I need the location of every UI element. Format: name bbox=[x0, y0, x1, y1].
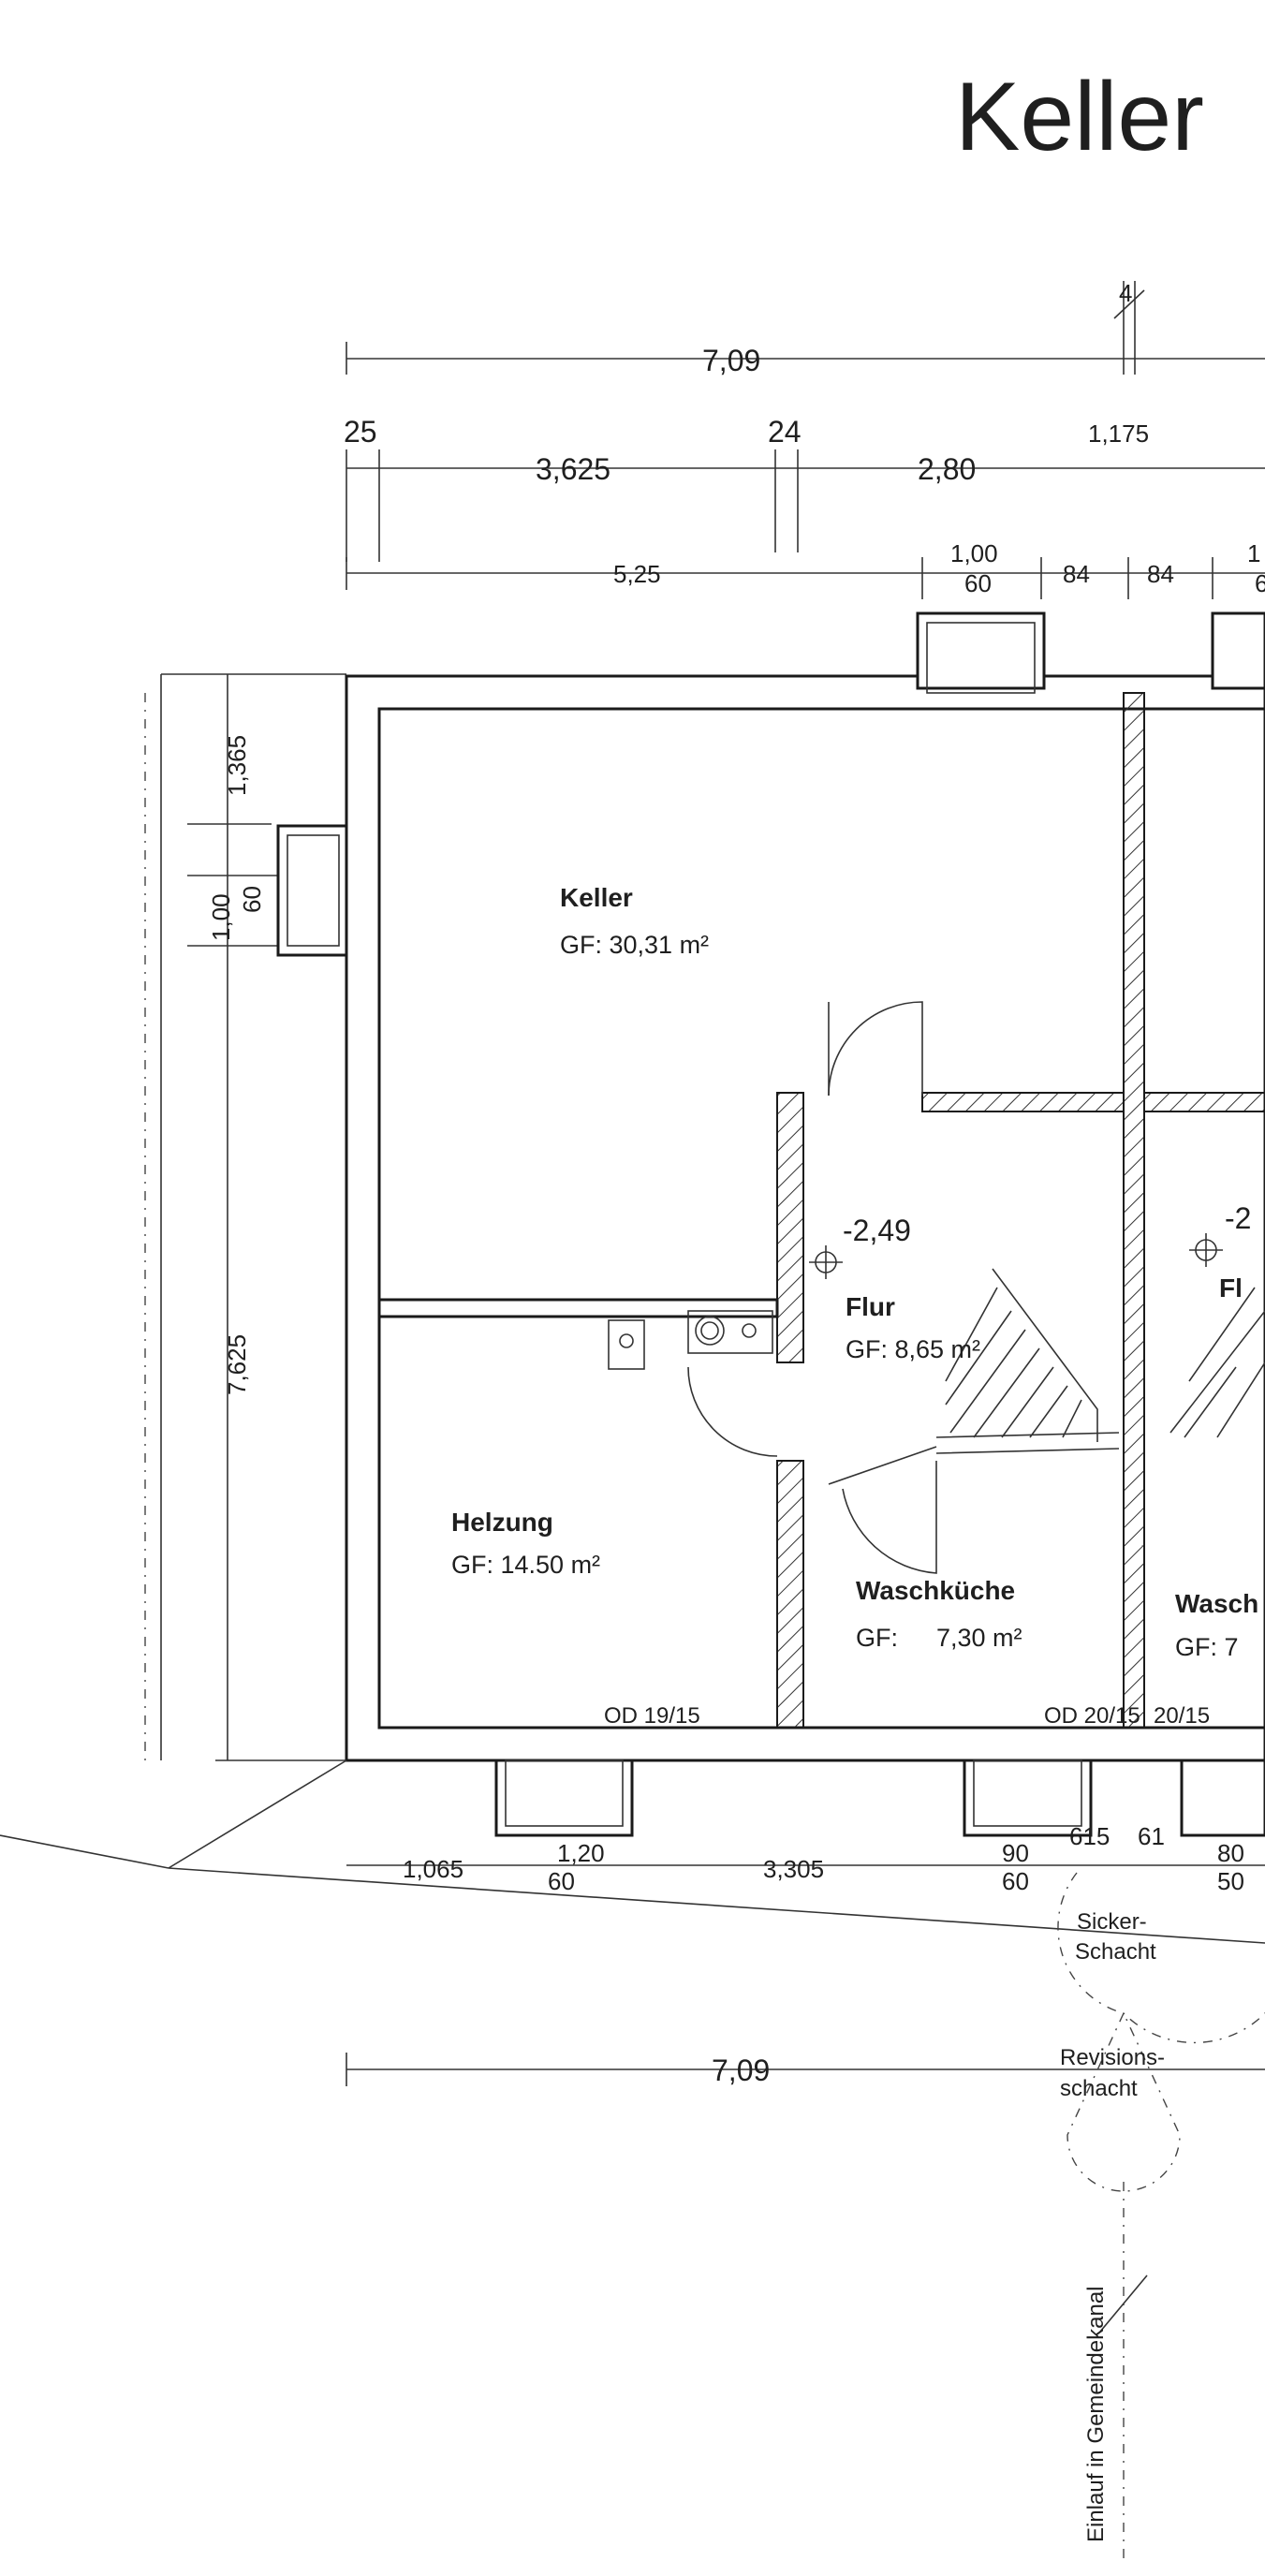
room-wasch-right-name: Wasch bbox=[1175, 1589, 1258, 1618]
plan-title: Keller bbox=[955, 63, 1204, 171]
dim-wall-left: 25 bbox=[344, 415, 377, 449]
dim-seg2: 2,80 bbox=[918, 452, 976, 486]
dim-left-1365: 1,365 bbox=[223, 735, 251, 796]
dim-bottom-60b: 60 bbox=[1002, 1867, 1029, 1895]
dim-seg3: 1,175 bbox=[1088, 420, 1149, 448]
room-waschkueche-name: Waschküche bbox=[856, 1576, 1015, 1605]
staircase bbox=[945, 1268, 1265, 1442]
dim-left-7625: 7,625 bbox=[223, 1334, 251, 1395]
dim-left-window-h: 60 bbox=[238, 886, 266, 913]
level-marker-right bbox=[1189, 1233, 1223, 1267]
doors bbox=[687, 1001, 937, 1574]
dim-seg1: 3,625 bbox=[536, 452, 610, 486]
dim-window-top-h: 60 bbox=[964, 569, 992, 597]
dim-top-total: 7,09 bbox=[702, 344, 760, 377]
annotation-od3: 20/15 bbox=[1154, 1703, 1210, 1729]
dim-window-top-w: 1,00 bbox=[950, 539, 998, 567]
room-flur-right-name: Fl bbox=[1219, 1273, 1243, 1303]
room-helzung-name: Helzung bbox=[451, 1508, 553, 1537]
dim-bottom-1065: 1,065 bbox=[403, 1855, 463, 1883]
dim-bottom-50: 50 bbox=[1217, 1867, 1244, 1895]
room-wasch-right-area: GF: 7 bbox=[1175, 1633, 1239, 1661]
room-helzung-area: GF: 14.50 m² bbox=[451, 1551, 600, 1579]
boiler-symbols bbox=[608, 1310, 773, 1370]
drainage-shafts: Sicker- Schacht Revisions- schacht Einla… bbox=[1057, 1872, 1265, 2566]
dim-bottom-615: 615 bbox=[1069, 1822, 1110, 1850]
dim-top-84b: 84 bbox=[1147, 560, 1174, 588]
dim-wall-mid: 24 bbox=[768, 415, 802, 449]
room-waschkueche-area-label: GF: bbox=[856, 1624, 898, 1652]
dim-bottom-61: 61 bbox=[1138, 1822, 1165, 1850]
dim-bottom-120: 1,20 bbox=[557, 1839, 605, 1867]
dim-bottom-60: 60 bbox=[548, 1867, 575, 1895]
annotation-od2: OD 20/15 bbox=[1044, 1703, 1140, 1729]
dim-bottom-80: 80 bbox=[1217, 1839, 1244, 1867]
room-flur-name: Flur bbox=[846, 1292, 895, 1321]
annotation-od1: OD 19/15 bbox=[604, 1703, 700, 1729]
dim-top-right-1: 1 bbox=[1247, 539, 1260, 567]
annotation-revision-line1: Revisions- bbox=[1060, 2045, 1165, 2070]
annotation-einlauf: Einlauf in Gemeindekanal bbox=[1083, 2286, 1109, 2542]
dim-bottom-total: 7,09 bbox=[712, 2053, 770, 2087]
annotation-revision-line2: schacht bbox=[1060, 2076, 1138, 2101]
dim-row3-left: 5,25 bbox=[613, 560, 661, 588]
flur-level: -2,49 bbox=[843, 1214, 911, 1247]
top-dimensions: 7,09 4 25 3,625 24 2,80 1,175 5,25 1,00 … bbox=[344, 279, 1265, 599]
interior-walls bbox=[377, 692, 1265, 1729]
dim-top-84a: 84 bbox=[1063, 560, 1090, 588]
dim-left-window-w: 1,00 bbox=[207, 893, 235, 941]
annotation-sicker-line1: Sicker- bbox=[1077, 1909, 1147, 1935]
bottom-dimensions: 1,065 1,20 60 3,305 90 60 615 61 80 50 7… bbox=[0, 1822, 1265, 2087]
room-waschkueche-area-value: 7,30 m² bbox=[936, 1624, 1022, 1652]
flur-right-level: -2 bbox=[1225, 1201, 1251, 1235]
dim-bottom-3305: 3,305 bbox=[763, 1855, 824, 1883]
room-keller-area: GF: 30,31 m² bbox=[560, 931, 709, 959]
room-flur-area: GF: 8,65 m² bbox=[846, 1335, 980, 1363]
dim-top-small: 4 bbox=[1119, 279, 1132, 307]
left-dimensions: 1,365 1,00 60 7,625 bbox=[160, 673, 346, 1761]
dim-top-right-6: 6 bbox=[1255, 569, 1265, 597]
level-marker-flur bbox=[809, 1245, 843, 1279]
room-keller-name: Keller bbox=[560, 883, 633, 912]
dim-bottom-90: 90 bbox=[1002, 1839, 1029, 1867]
annotation-sicker-line2: Schacht bbox=[1075, 1939, 1156, 1965]
sketch-lines bbox=[144, 693, 347, 1869]
outer-walls bbox=[276, 611, 1265, 1837]
